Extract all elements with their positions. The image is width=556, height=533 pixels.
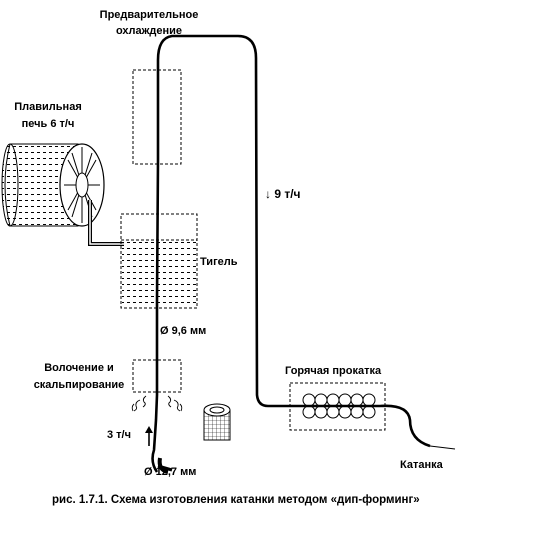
speed-down-label: ↓ 9 т/ч (265, 187, 301, 201)
drawing-label-2: скальпирование (33, 379, 125, 391)
scalping-chips (131, 395, 183, 412)
rod-diameter-label: Ø 12,7 мм (144, 466, 197, 478)
upward-arrow-icon (145, 426, 153, 446)
precooling-label-2: охлаждение (115, 25, 183, 37)
crucible-label: Тигель (200, 256, 238, 268)
figure-caption: рис. 1.7.1. Схема изготовления катанки м… (52, 494, 420, 506)
speed-up-label: 3 т/ч (107, 429, 132, 441)
drawing-label-1: Волочение и (44, 362, 114, 374)
crucible (120, 213, 198, 309)
rod-coil-basket (203, 403, 231, 441)
hot-rolling-label: Горячая прокатка (285, 365, 382, 377)
core-diameter-label: Ø 9,6 мм (160, 325, 207, 337)
furnace-label-1: Плавильная (14, 101, 82, 113)
furnace-label-2: печь 6 т/ч (21, 118, 75, 130)
precooling-label-1: Предварительное (99, 9, 199, 21)
wire-path (151, 34, 431, 473)
product-label: Катанка (400, 459, 443, 471)
